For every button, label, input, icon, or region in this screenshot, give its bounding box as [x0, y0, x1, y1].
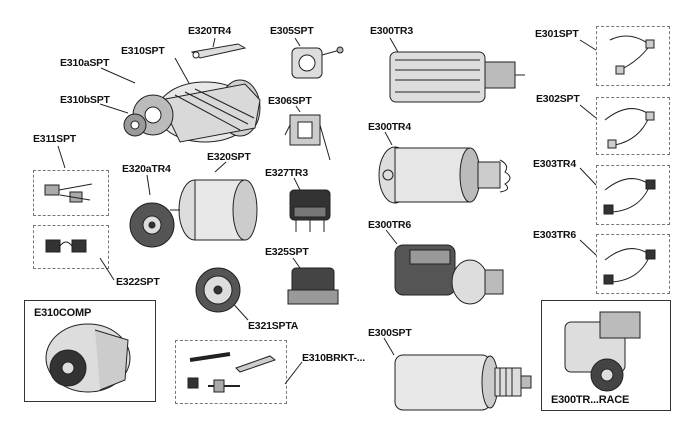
label-e310comp: E310COMP — [34, 307, 92, 319]
e310brkt-box — [175, 340, 287, 404]
label-e320spt: E320SPT — [207, 151, 251, 163]
label-e305spt: E305SPT — [270, 25, 314, 37]
label-e303tr4: E303TR4 — [533, 158, 576, 170]
label-e310brkt: E310BRKT-... — [302, 352, 365, 364]
label-e325spt: E325SPT — [265, 246, 309, 258]
label-e320atr4: E320aTR4 — [122, 163, 171, 175]
label-e300spt: E300SPT — [368, 327, 412, 339]
e303tr4-box — [596, 165, 670, 225]
e301spt-box — [596, 26, 670, 86]
e311spt-box — [33, 170, 109, 216]
label-e327tr3: E327TR3 — [265, 167, 308, 179]
e322spt-box — [33, 225, 109, 269]
label-e306spt: E306SPT — [268, 95, 312, 107]
label-e310aspt: E310aSPT — [60, 57, 110, 69]
label-e303tr6: E303TR6 — [533, 229, 576, 241]
label-e322spt: E322SPT — [116, 276, 160, 288]
e302spt-box — [596, 97, 670, 155]
label-e300tr4: E300TR4 — [368, 121, 411, 133]
label-e300tr6: E300TR6 — [368, 219, 411, 231]
label-e301spt: E301SPT — [535, 28, 579, 40]
label-e320tr4: E320TR4 — [188, 25, 231, 37]
label-e311spt: E311SPT — [33, 133, 76, 145]
label-e310spt: E310SPT — [121, 45, 165, 57]
label-e300tr3: E300TR3 — [370, 25, 413, 37]
label-e310bspt: E310bSPT — [60, 94, 110, 106]
label-e321spta: E321SPTA — [248, 320, 299, 332]
label-e302spt: E302SPT — [536, 93, 580, 105]
e303tr6-box — [596, 234, 670, 294]
label-e300trrace: E300TR...RACE — [551, 394, 630, 406]
